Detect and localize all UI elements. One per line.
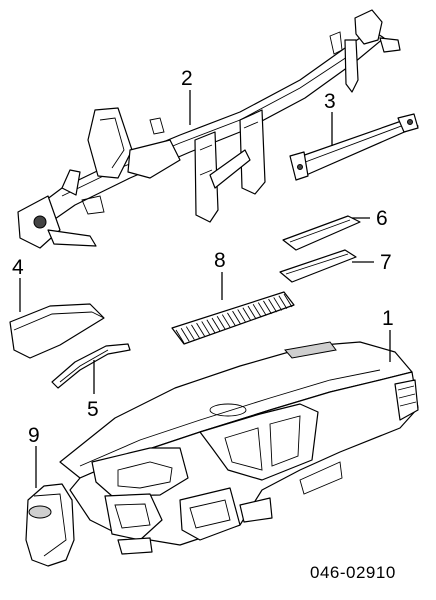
callout-4: 4 [12, 256, 24, 279]
callout-1: 1 [382, 307, 394, 330]
callout-5: 5 [87, 398, 99, 421]
trim-strip-lower-part [279, 249, 357, 283]
callout-8: 8 [214, 249, 226, 272]
callout-2: 2 [181, 67, 193, 90]
airbag-module-part [25, 483, 75, 567]
curved-trim-part [51, 343, 131, 389]
leader-lines [19, 90, 391, 488]
callout-9: 9 [28, 424, 40, 447]
cross-car-beam-part [17, 9, 401, 249]
callout-7: 7 [380, 251, 392, 274]
defroster-grille-part [171, 291, 295, 345]
trim-strip-upper-part [282, 215, 361, 251]
callout-3: 3 [324, 90, 336, 113]
callout-6: 6 [376, 207, 388, 230]
instrument-panel-part [59, 341, 419, 555]
reinforcement-bar-part [289, 113, 419, 181]
end-cover-part [9, 303, 105, 359]
diagram-part-number: 046-02910 [310, 563, 396, 582]
